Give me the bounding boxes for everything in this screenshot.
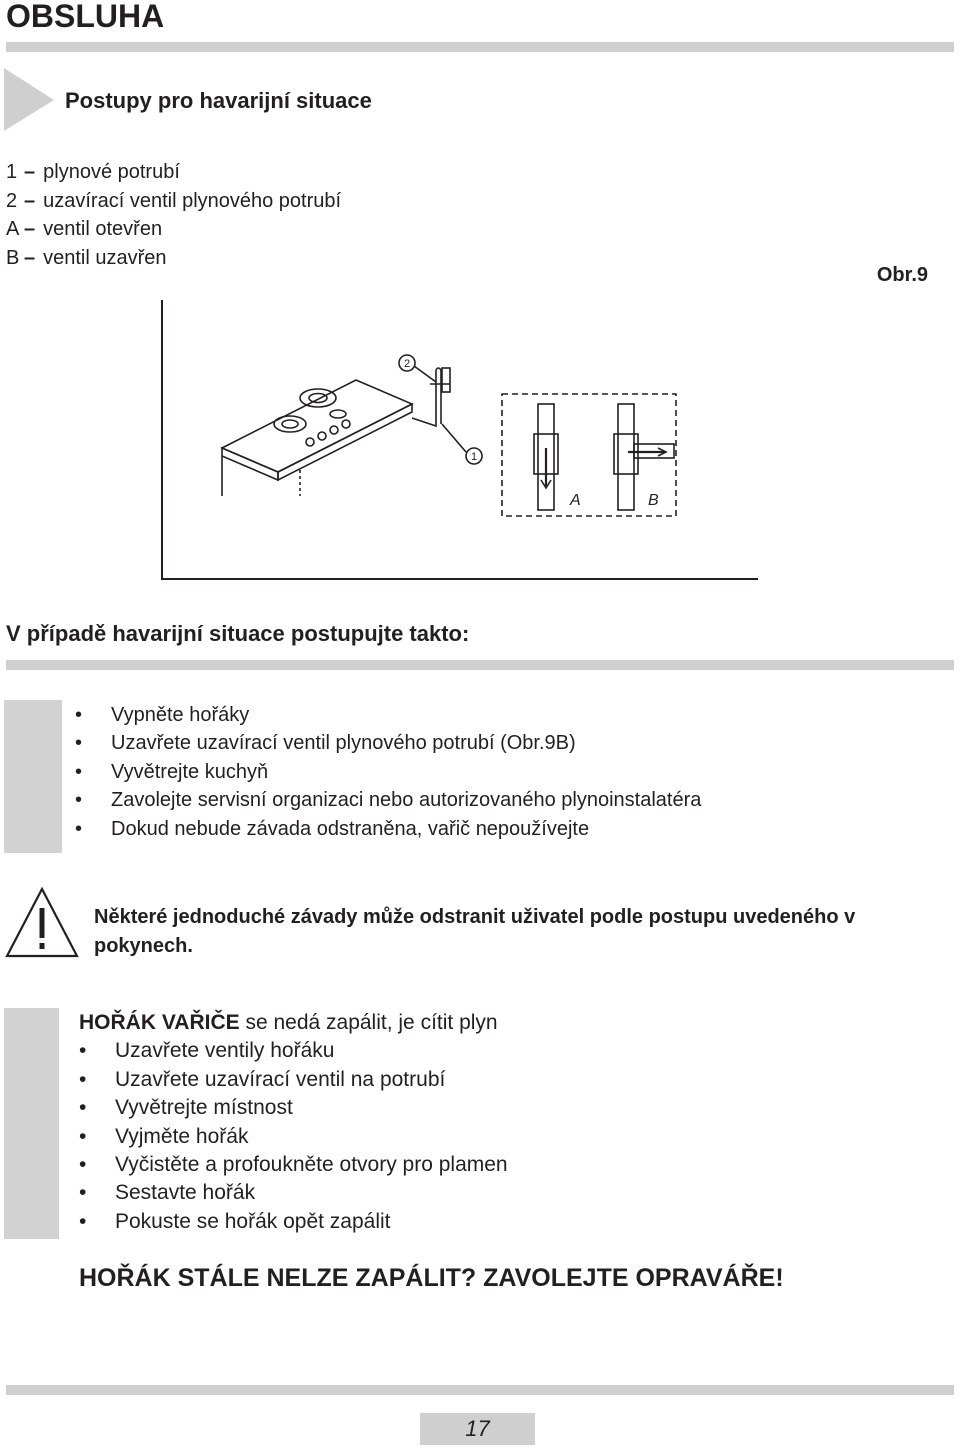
page-number: 17 [420, 1413, 535, 1445]
header-divider [6, 42, 954, 52]
callout-2: 2 [404, 358, 410, 370]
burner-problem-title: HOŘÁK VAŘIČE se nedá zapálit, je cítit p… [79, 1011, 498, 1034]
gas-valve-diagram: 2 1 A B [161, 300, 758, 580]
emergency-steps: Vypněte hořáky Uzavřete uzavírací ventil… [75, 701, 701, 843]
list-item: Pokuste se hořák opět zapálit [79, 1208, 508, 1237]
subsection-title: Postupy pro havarijní situace [65, 88, 372, 113]
emergency-side-block [4, 700, 62, 853]
figure-label: Obr.9 [876, 264, 928, 286]
list-item: Zavolejte servisní organizaci nebo autor… [75, 786, 701, 815]
burner-side-block [4, 1008, 59, 1239]
valve-a-illustration: A [533, 403, 581, 511]
footer-divider [6, 1385, 954, 1395]
gas-pipe-illustration: 2 1 [398, 354, 483, 465]
legend-item: A–ventil otevřen [6, 218, 163, 240]
list-item: Vyvětrejte místnost [79, 1094, 508, 1123]
list-item: Vyjměte hořák [79, 1123, 508, 1152]
final-warning: HOŘÁK STÁLE NELZE ZAPÁLIT? ZAVOLEJTE OPR… [79, 1264, 784, 1292]
list-item: Vypněte hořáky [75, 701, 701, 730]
section-arrow-icon [4, 68, 54, 131]
legend-item: 2–uzavírací ventil plynového potrubí [6, 189, 342, 212]
emergency-lead: V případě havarijní situace postupujte t… [6, 621, 470, 646]
list-item: Vyčistěte a profoukněte otvory pro plame… [79, 1151, 508, 1180]
list-item: Sestavte hořák [79, 1179, 508, 1208]
list-item: Uzavřete uzavírací ventil plynového potr… [75, 729, 701, 758]
warning-triangle-icon [5, 886, 79, 958]
burner-steps: Uzavřete ventily hořáku Uzavřete uzavíra… [79, 1037, 508, 1236]
list-item: Uzavřete uzavírací ventil na potrubí [79, 1066, 508, 1095]
burner-panel: HOŘÁK VAŘIČE se nedá zapálit, je cítit p… [79, 1009, 508, 1237]
callout-a: A [569, 492, 581, 509]
figure-legend: 1–plynové potrubí 2–uzavírací ventil ply… [6, 158, 341, 272]
emergency-divider [6, 660, 954, 670]
hob-illustration [220, 379, 414, 496]
section-title: OBSLUHA [6, 0, 165, 34]
legend-item: 1–plynové potrubí [6, 161, 180, 183]
valve-b-illustration: B [613, 403, 675, 511]
list-item: Dokud nebude závada odstraněna, vařič ne… [75, 815, 701, 844]
list-item: Vyvětrejte kuchyň [75, 758, 701, 787]
list-item: Uzavřete ventily hořáku [79, 1037, 508, 1066]
callout-b: B [648, 492, 659, 509]
callout-1: 1 [471, 451, 477, 463]
legend-item: B–ventil uzavřen [6, 246, 167, 269]
warning-text: Některé jednoduché závady může odstranit… [94, 906, 856, 957]
